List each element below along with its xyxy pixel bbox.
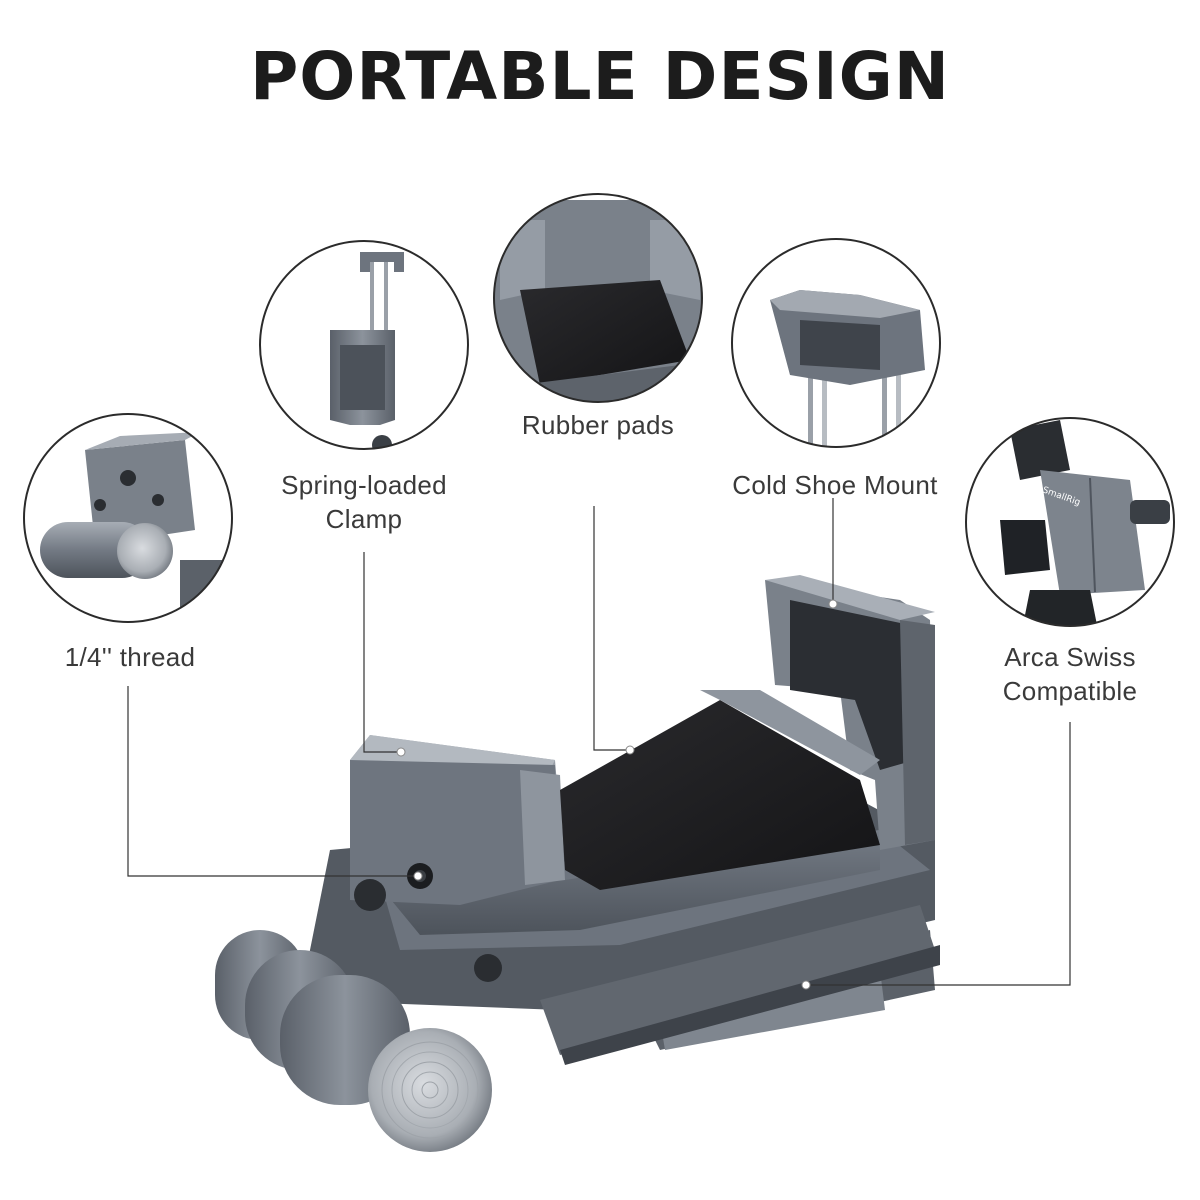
arca-label-line1: Arca Swiss bbox=[1004, 642, 1136, 672]
arca-label-line2: Compatible bbox=[1002, 676, 1138, 706]
knob-face bbox=[368, 1028, 492, 1152]
clamp-label: Spring-loaded Clamp bbox=[254, 468, 474, 536]
arca-swiss-closeup-icon: SmallRig bbox=[965, 417, 1175, 627]
arca-swiss-label: Arca Swiss Compatible bbox=[960, 640, 1180, 708]
clamp-label-line2: Clamp bbox=[325, 504, 403, 534]
rubber-pads-label: Rubber pads bbox=[521, 410, 675, 440]
thread-label: 1/4'' thread bbox=[64, 642, 196, 672]
clamp-label-line1: Spring-loaded bbox=[281, 470, 447, 500]
cold-shoe-closeup-icon bbox=[731, 238, 941, 448]
leader-dots bbox=[396, 599, 838, 990]
spring-clamp-closeup-icon bbox=[259, 240, 469, 450]
phone-clamp-product bbox=[215, 575, 940, 1152]
cold-shoe-label: Cold Shoe Mount bbox=[732, 470, 938, 500]
page-title: PORTABLE DESIGN bbox=[249, 38, 951, 115]
rubber-pad-closeup-icon bbox=[493, 193, 703, 403]
threaded-hole-closeup-icon bbox=[23, 413, 233, 623]
leader-lines bbox=[127, 498, 1071, 986]
